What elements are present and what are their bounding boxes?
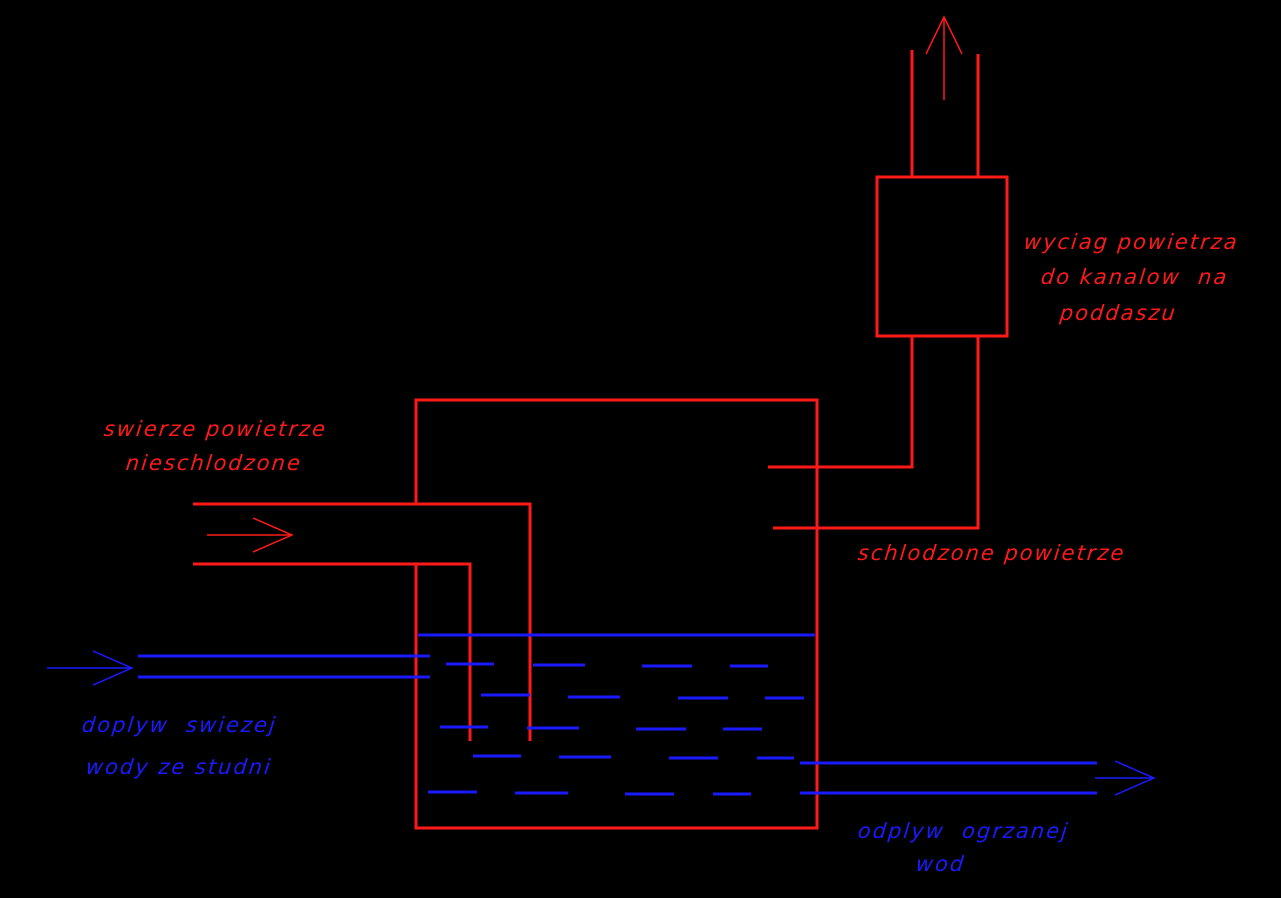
exhaust-arrow-icon	[925, 15, 963, 100]
water-outflow-label-line-2: wod	[914, 852, 967, 876]
inlet-duct-upper-wall	[193, 502, 532, 741]
fresh-air-label-line-2: nieschlodzone	[124, 451, 304, 475]
exhaust-label-line-2: do kanalow na	[1039, 265, 1230, 289]
exhaust-label-line-3: poddaszu	[1058, 301, 1179, 325]
outlet-duct-upper-wall	[768, 336, 914, 469]
water-outflow-label-line-1: odplyw ogrzanej	[856, 819, 1071, 843]
fresh-air-label-line-1: swierze powietrze	[102, 417, 329, 441]
water-system	[138, 633, 1097, 796]
water-inflow-label-line-1: doplyw swiezej	[80, 713, 279, 737]
tank-outline	[414, 398, 819, 830]
exhaust-label-line-1: wyciag powietrza	[1022, 230, 1240, 254]
water-dashes	[428, 662, 804, 796]
cooled-air-label: schlodzone powietrze	[856, 541, 1127, 565]
water-outflow-arrow-icon	[1095, 760, 1156, 796]
water-inflow-arrow-icon	[47, 650, 134, 686]
exhaust-fan-box	[875, 175, 1009, 338]
air-system	[193, 50, 1009, 830]
outlet-duct-lower-wall	[773, 336, 980, 530]
inlet-duct-lower-wall	[193, 562, 472, 741]
water-inflow-label-line-2: wody ze studni	[84, 755, 274, 779]
fresh-air-arrow-icon	[207, 517, 294, 553]
